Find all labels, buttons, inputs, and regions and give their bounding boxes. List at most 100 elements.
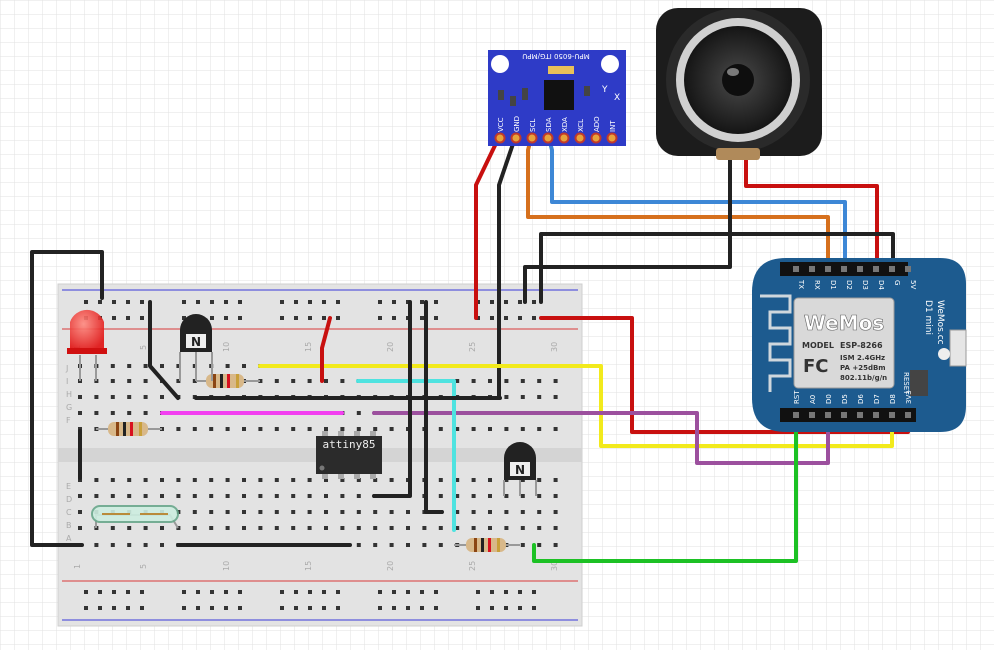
wire-red-mpu-vcc[interactable] (474, 133, 502, 320)
breadboard-hole (242, 510, 246, 514)
rail-hole (112, 300, 116, 304)
col-number-30-bottom: 30 (550, 561, 559, 571)
wemos-pin (841, 266, 847, 272)
breadboard-hole (553, 379, 558, 383)
wire-yellow-d8[interactable] (258, 364, 894, 448)
reed-switch-glass (91, 505, 179, 523)
rail-hole (476, 590, 480, 594)
rail-hole (196, 606, 200, 610)
rail-hole (112, 606, 116, 610)
chip-label: attiny85 (323, 438, 376, 451)
wire-black-wemos-gnd[interactable] (539, 232, 895, 304)
breadboard-hole (356, 427, 361, 431)
rail-hole (322, 590, 326, 594)
breadboard-hole (110, 543, 115, 547)
rail-hole (336, 606, 340, 610)
breadboard-hole (455, 526, 460, 530)
led-rim (67, 348, 107, 354)
breadboard-hole (209, 478, 214, 482)
rail-hole (126, 316, 130, 320)
rail-hole (280, 606, 284, 610)
rail-hole (140, 606, 144, 610)
wemos-pin (873, 266, 879, 272)
breadboard-hole (225, 478, 230, 482)
wemos-pin (889, 412, 895, 418)
wemos-reset-button[interactable] (910, 370, 928, 396)
wire-black-speaker[interactable] (523, 156, 732, 304)
rail-hole (238, 590, 242, 594)
wire-red-speaker[interactable] (744, 156, 879, 270)
breadboard-hole (160, 494, 164, 498)
wire-black-left-loop[interactable] (30, 250, 104, 547)
wire-black-mpu-gnd[interactable] (497, 133, 518, 400)
breadboard-hole (488, 510, 492, 514)
mpu-pin-pad (542, 132, 554, 144)
wire-black-col21[interactable] (424, 300, 444, 514)
breadboard-hole (324, 379, 328, 383)
breadboard-hole (537, 543, 542, 547)
breadboard-hole (324, 510, 328, 514)
row-letter-j: J (65, 364, 68, 373)
wemos-spec-3: 802.11b/g/n (840, 374, 887, 382)
wemos-pin (809, 266, 815, 272)
breadboard-hole (274, 526, 279, 530)
wemos-pin-label: D4 (877, 280, 885, 290)
wire-purple-d0[interactable] (372, 411, 830, 465)
resistor-2-band (123, 422, 126, 436)
breadboard-hole (225, 526, 230, 530)
wemos-pin-label: RST (793, 390, 801, 404)
breadboard-hole (520, 543, 525, 547)
mpu-smd (510, 96, 516, 106)
mpu-led (548, 66, 574, 74)
breadboard-hole (209, 427, 214, 431)
breadboard-hole (127, 364, 132, 368)
breadboard-hole (389, 427, 394, 431)
wire-red-short[interactable] (320, 316, 332, 383)
wemos-pin-label: 3V3 (905, 390, 913, 404)
rail-hole (294, 300, 298, 304)
mpu-mounting-hole (491, 55, 509, 73)
chip-pin (322, 431, 328, 437)
wire-cyan[interactable] (356, 379, 456, 532)
breadboard-hole (356, 543, 361, 547)
breadboard-hole (110, 395, 115, 399)
row-letter-f: F (66, 416, 71, 425)
breadboard-hole (553, 478, 558, 482)
wemos-pin-label: D7 (873, 394, 881, 404)
breadboard-hole (340, 494, 345, 498)
wire-black-col20[interactable] (372, 300, 412, 498)
breadboard-hole (422, 543, 427, 547)
breadboard-hole (520, 427, 525, 431)
rail-hole (196, 300, 200, 304)
wire-green-rst[interactable] (532, 418, 798, 563)
speaker-terminal (716, 148, 760, 160)
rail-hole (98, 606, 102, 610)
mpu-title: MPU-6050 ITG/MPU (522, 52, 589, 60)
breadboard-hole (340, 379, 345, 383)
rail-hole (84, 606, 88, 610)
breadboard-hole (553, 494, 558, 498)
wire-black-transistor[interactable] (148, 300, 180, 400)
breadboard-hole (438, 543, 443, 547)
wemos-pin (857, 412, 863, 418)
rail-hole (98, 300, 102, 304)
wemos-pin-label: D0 (825, 394, 833, 404)
resistor-1-band (236, 374, 239, 388)
breadboard-hole (78, 526, 82, 530)
breadboard-hole (406, 510, 410, 514)
breadboard-hole (422, 526, 427, 530)
breadboard-hole (94, 494, 99, 498)
breadboard-hole (307, 478, 312, 482)
wemos-side-url: WeMos.cc (935, 300, 945, 345)
breadboard-hole (78, 395, 82, 399)
wemos-pin (873, 412, 879, 418)
wemos-pin (905, 412, 911, 418)
speaker (656, 8, 822, 160)
breadboard-hole (291, 510, 296, 514)
breadboard-hole (225, 494, 230, 498)
resistor-3-band (497, 538, 500, 552)
breadboard-hole (274, 510, 279, 514)
breadboard-hole (553, 526, 558, 530)
breadboard-hole (373, 543, 378, 547)
